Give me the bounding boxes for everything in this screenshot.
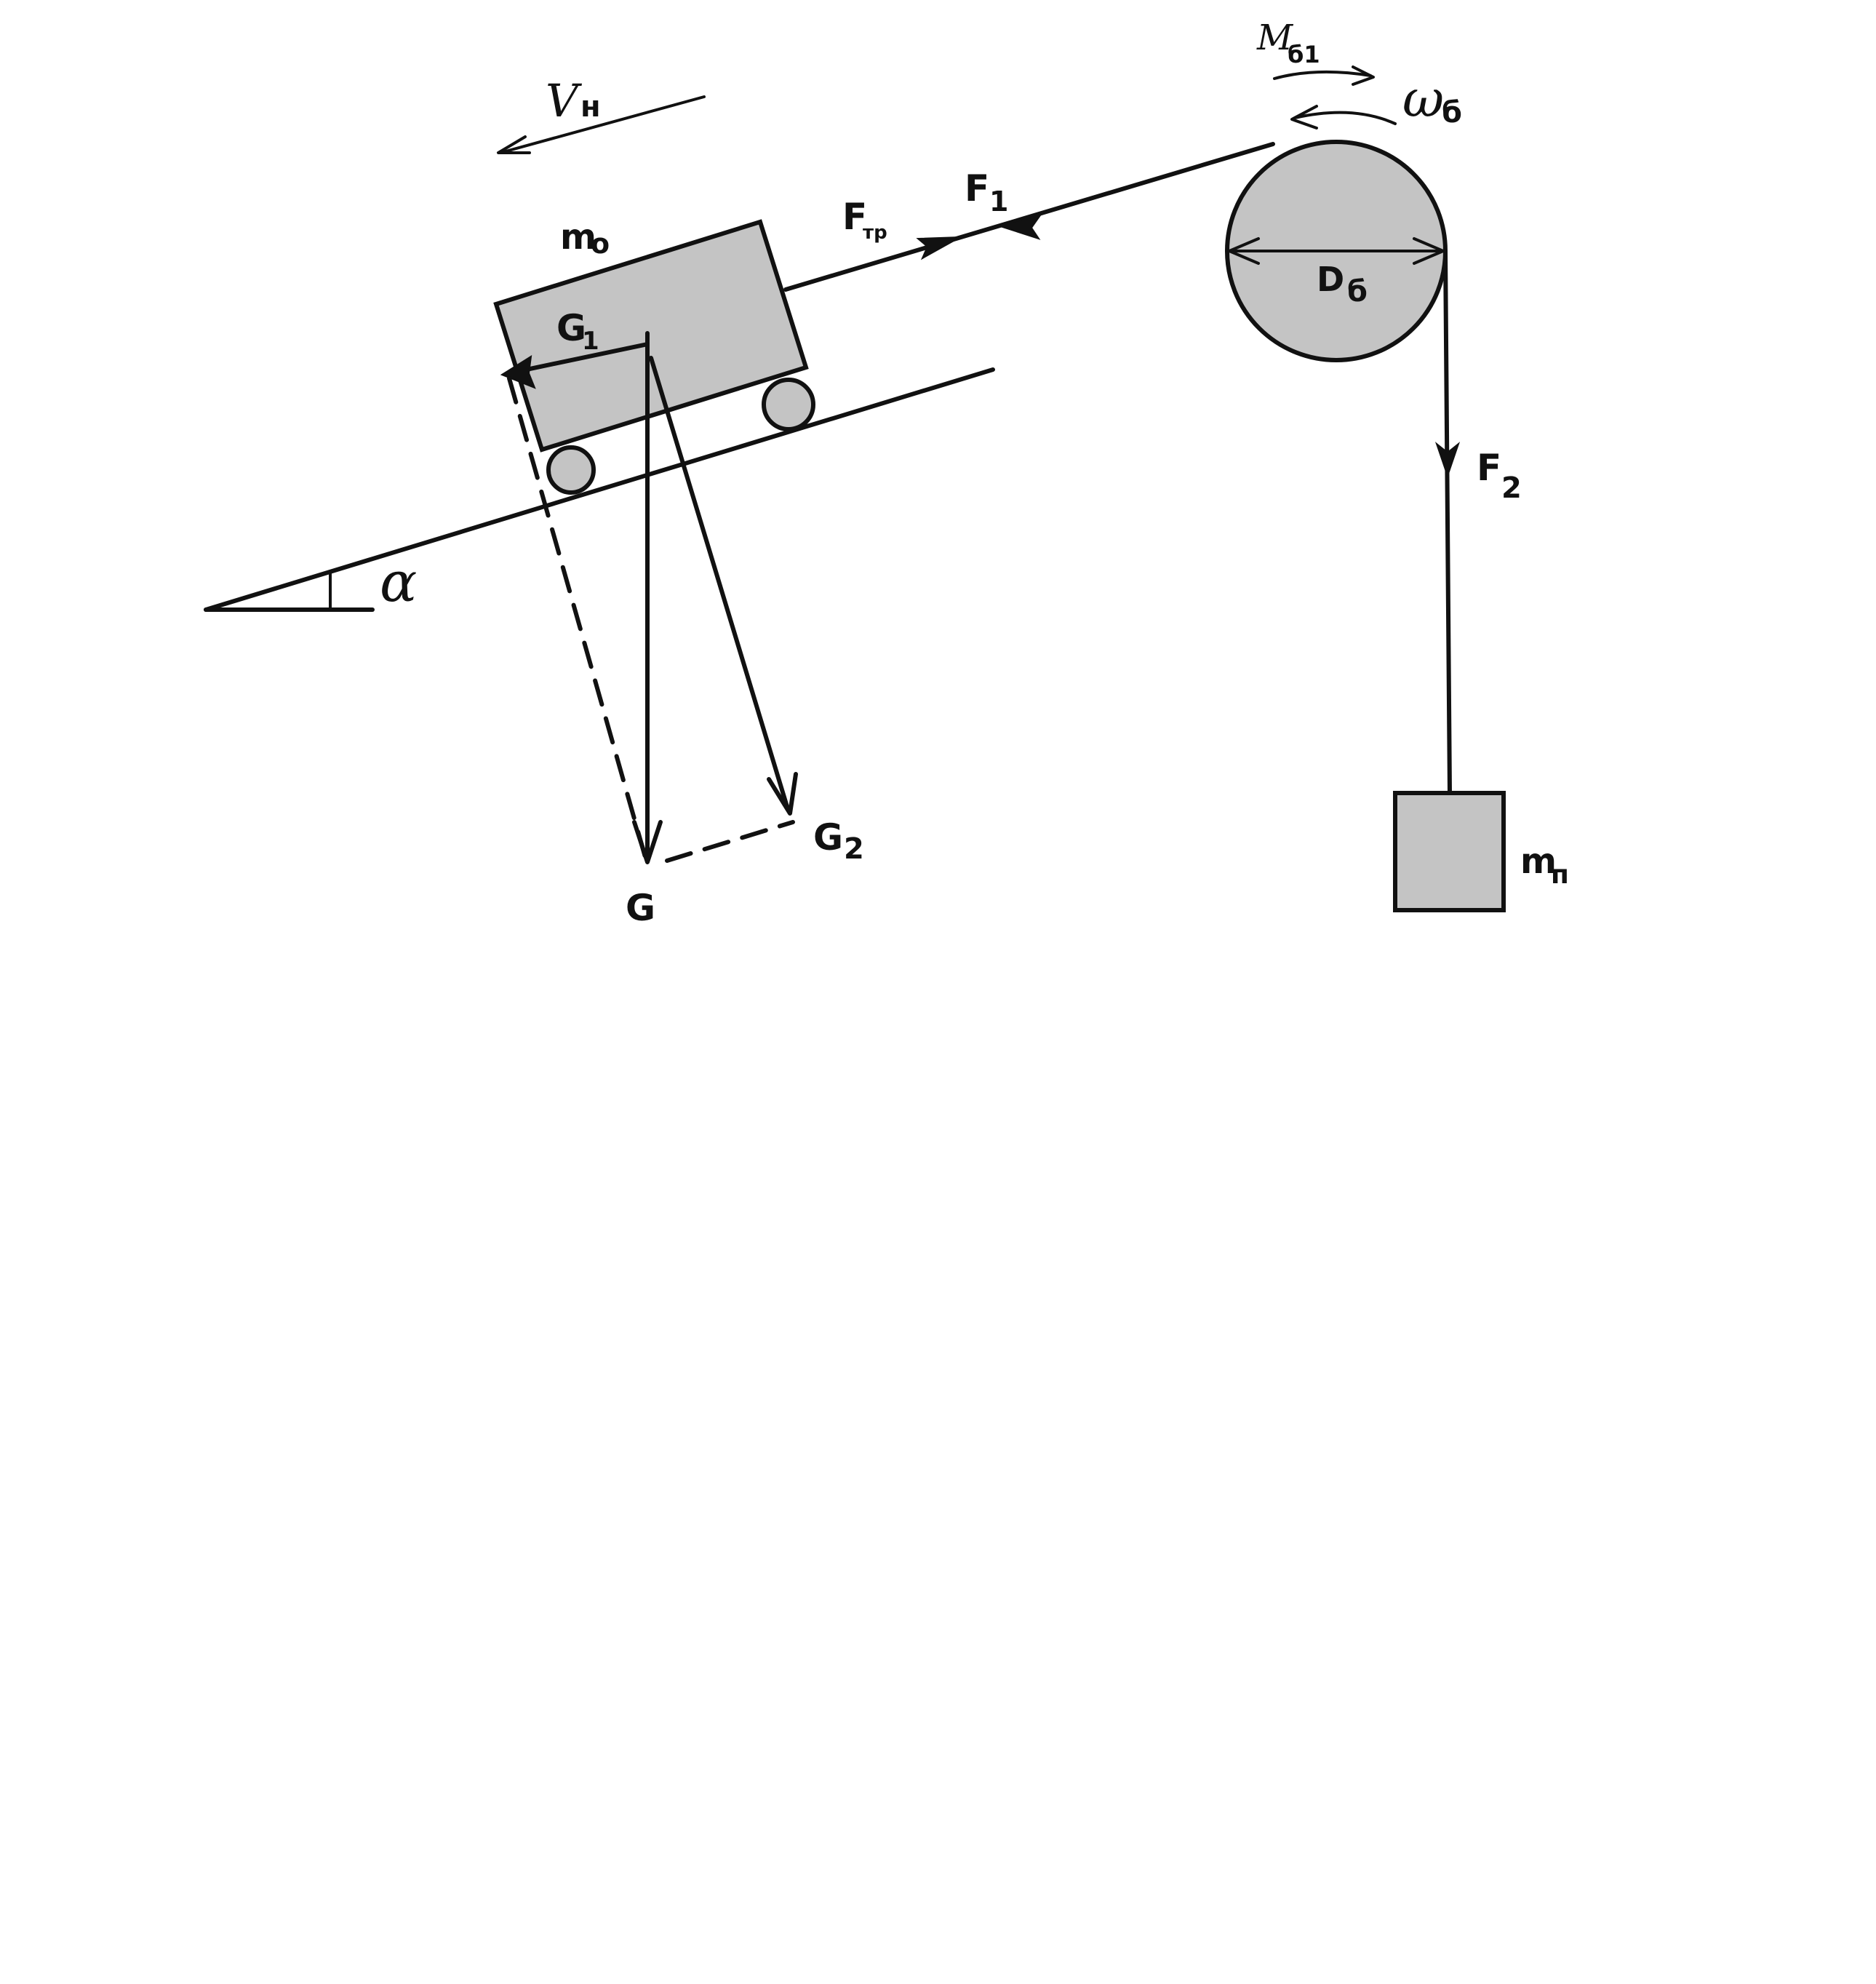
- component-1-subscript: 1: [582, 327, 599, 356]
- friction-subscript: тр: [863, 222, 887, 244]
- velocity-subscript: н: [580, 90, 601, 124]
- drum-diameter-subscript: б: [1347, 275, 1368, 308]
- friction-symbol: F: [842, 196, 867, 238]
- label-cart-mass: m o: [560, 217, 610, 260]
- cart-wheel-front: [762, 378, 815, 431]
- parallelogram-dash-bottom: [665, 820, 795, 863]
- drum-omega-subscript: б: [1442, 96, 1462, 130]
- cart-mass-subscript: o: [591, 228, 610, 260]
- cart-mass-symbol: m: [560, 217, 596, 258]
- label-velocity: V н: [546, 74, 601, 127]
- component-1-symbol: G: [556, 307, 586, 349]
- omega-arrow-shaft: [1293, 111, 1397, 125]
- incline-surface: [204, 367, 995, 612]
- f2-arrowhead: [1434, 442, 1461, 479]
- load-mass-symbol: m: [1520, 841, 1557, 882]
- force-2-symbol: F: [1477, 447, 1501, 489]
- component-2-symbol: G: [813, 816, 843, 858]
- label-drum-moment: M б1: [1256, 17, 1320, 68]
- moment-arrowhead: [1352, 65, 1375, 86]
- label-gravity: G: [626, 887, 655, 929]
- f1-arrowhead: [995, 214, 1042, 240]
- label-force-1: F 1: [965, 167, 1008, 218]
- g2-arrowhead: [767, 772, 798, 816]
- label-drum-diameter: D б: [1317, 260, 1368, 308]
- drum-diameter-symbol: D: [1317, 260, 1344, 299]
- drum-moment-symbol: M: [1256, 17, 1294, 58]
- label-component-2: G 2: [813, 816, 864, 866]
- hanging-load: [1393, 791, 1506, 912]
- moment-arrow-shaft: [1273, 70, 1372, 80]
- g1-arrowhead: [500, 355, 536, 389]
- rope-drum-to-load: [1443, 249, 1452, 795]
- label-friction: F тр: [842, 196, 887, 244]
- omega-arrowhead: [1290, 105, 1318, 130]
- rope-cart-to-drum: [783, 142, 1275, 292]
- cart-wheel-rear: [546, 445, 596, 495]
- label-component-1: G 1: [556, 307, 599, 356]
- force-2-subscript: 2: [1501, 471, 1522, 505]
- force-1-symbol: F: [965, 167, 989, 210]
- velocity-arrowhead: [497, 135, 531, 154]
- component-2-subscript: 2: [844, 832, 864, 866]
- velocity-symbol: V: [546, 74, 583, 127]
- cart-body: [493, 219, 809, 453]
- parallelogram-dash-left: [507, 376, 647, 859]
- load-mass-subscript: п: [1551, 860, 1569, 890]
- force-1-subscript: 1: [989, 186, 1008, 218]
- g2-arrow-shaft: [649, 356, 790, 811]
- label-force-2: F 2: [1477, 447, 1522, 505]
- friction-arrowhead: [916, 236, 961, 260]
- label-angle: α: [380, 549, 417, 614]
- drum-omega-symbol: ω: [1402, 69, 1444, 129]
- label-drum-omega: ω б: [1402, 69, 1462, 130]
- drum-moment-subscript: б1: [1288, 41, 1320, 68]
- diameter-arrowhead-left: [1228, 237, 1260, 265]
- velocity-arrow-shaft: [499, 95, 706, 154]
- label-load-mass: m п: [1520, 841, 1569, 890]
